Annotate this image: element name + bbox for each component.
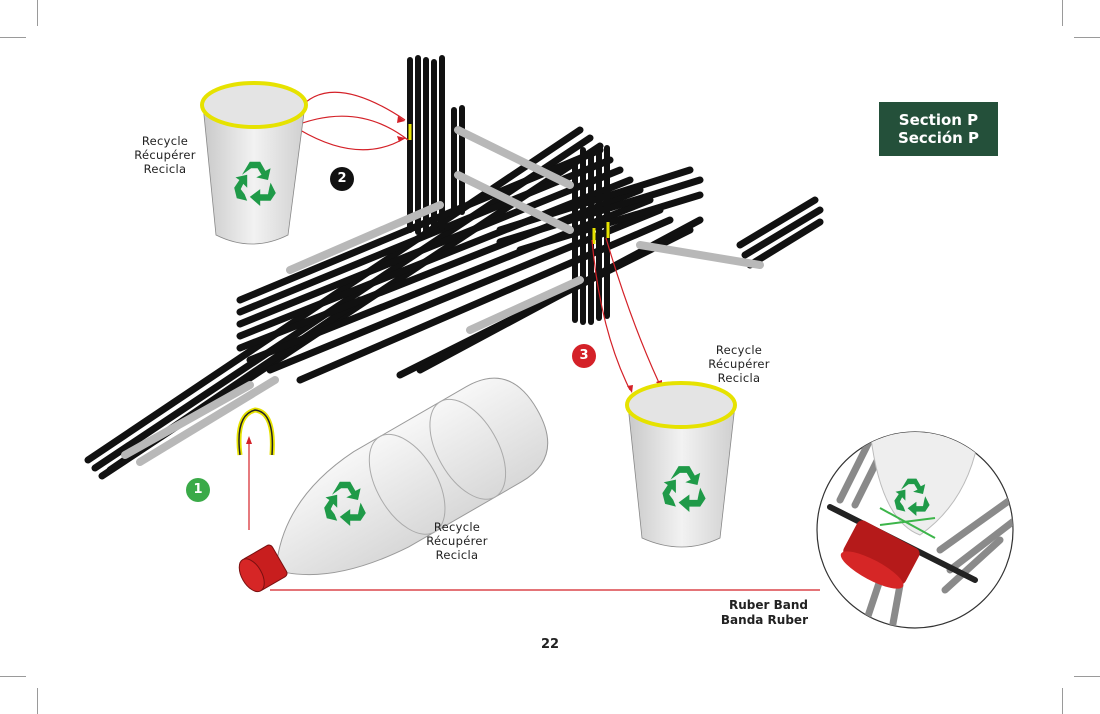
rubber-band-callout: Ruber Band Banda Ruber	[712, 598, 808, 628]
section-title-es: Sección P	[897, 129, 980, 147]
label-line: Récupérer	[134, 148, 196, 162]
crop-mark	[1062, 0, 1063, 26]
callout-line-en: Ruber Band	[729, 598, 808, 612]
step-badge-2: 2	[330, 167, 354, 191]
section-title: Section P Sección P	[879, 102, 998, 156]
label-line: Recicla	[435, 548, 479, 562]
label-line: Recicla	[717, 371, 761, 385]
label-line: Récupérer	[426, 534, 488, 548]
detail-inset	[816, 431, 1014, 629]
recycle-label-left: Recycle Récupérer Recicla	[128, 134, 202, 176]
crop-mark	[0, 676, 26, 677]
label-line: Recycle	[141, 134, 189, 148]
crop-mark	[0, 37, 26, 38]
crop-mark	[37, 0, 38, 26]
label-line: Recycle	[433, 520, 481, 534]
crop-mark	[1074, 676, 1100, 677]
section-title-en: Section P	[898, 111, 979, 129]
recycle-cup-left	[200, 81, 308, 245]
crop-mark	[37, 688, 38, 714]
bottle	[238, 377, 549, 593]
page-number: 22	[540, 637, 560, 652]
step-badge-1: 1	[186, 478, 210, 502]
connectors	[121, 126, 764, 466]
recycle-label-bottle: Recycle Récupérer Recicla	[420, 520, 494, 562]
callout-line-es: Banda Ruber	[720, 613, 808, 627]
recycle-label-right: Recycle Récupérer Recicla	[702, 343, 776, 385]
crop-mark	[1062, 688, 1063, 714]
crop-mark	[1074, 37, 1100, 38]
step-badge-3: 3	[572, 344, 596, 368]
recycle-cup-right	[625, 381, 737, 548]
label-line: Recycle	[715, 343, 763, 357]
label-line: Recicla	[143, 162, 187, 176]
label-line: Récupérer	[708, 357, 770, 371]
